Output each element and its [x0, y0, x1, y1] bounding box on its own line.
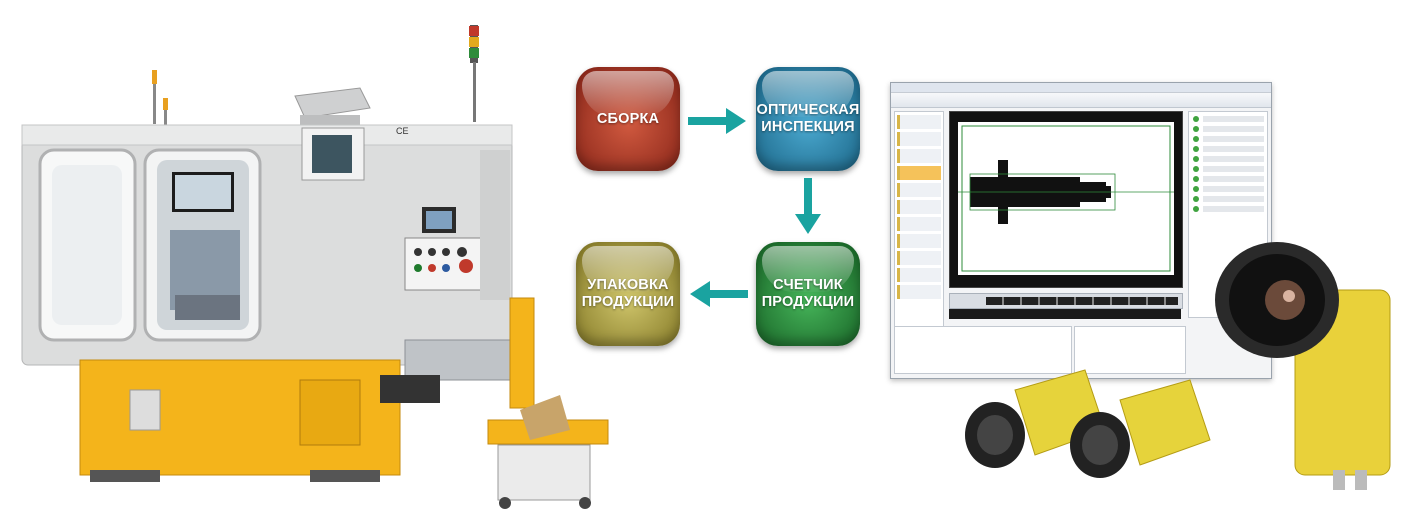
step-assembly-tile: СБОРКА	[576, 67, 680, 171]
compact-camera-2	[1070, 379, 1211, 478]
filmstrip	[949, 293, 1183, 309]
step-product-counter-label: СЧЕТЧИК ПРОДУКЦИИ	[761, 277, 855, 310]
help-panel	[1074, 326, 1186, 374]
menu-bar	[891, 83, 1271, 93]
toolbar	[891, 93, 1271, 108]
assembly-machine-illustration: CE	[21, 25, 609, 509]
step-optical-inspection-label: ОПТИЧЕСКАЯ ИНСПЕКЦИЯ	[756, 102, 860, 135]
step-assembly-label: СБОРКА	[596, 110, 660, 127]
vision-cameras-illustration	[965, 242, 1391, 490]
tool-tree-panel	[894, 326, 1072, 374]
status-strip	[949, 309, 1181, 319]
arrow-left-icon	[690, 281, 748, 307]
arrow-right-icon	[688, 108, 746, 134]
image-viewer	[949, 111, 1183, 288]
smart-camera	[1215, 242, 1391, 490]
step-packaging-tile: УПАКОВКА ПРОДУКЦИИ	[576, 242, 680, 346]
ce-mark: CE	[396, 126, 409, 136]
arrow-down-icon	[795, 178, 821, 234]
vision-software-window	[890, 82, 1272, 379]
inspected-part-image	[958, 125, 1174, 272]
step-packaging-label: УПАКОВКА ПРОДУКЦИИ	[581, 277, 675, 310]
step-product-counter-tile: СЧЕТЧИК ПРОДУКЦИИ	[756, 242, 860, 346]
application-steps-panel	[894, 111, 944, 333]
step-optical-inspection-tile: ОПТИЧЕСКАЯ ИНСПЕКЦИЯ	[756, 67, 860, 171]
warning-lamp	[152, 70, 157, 84]
